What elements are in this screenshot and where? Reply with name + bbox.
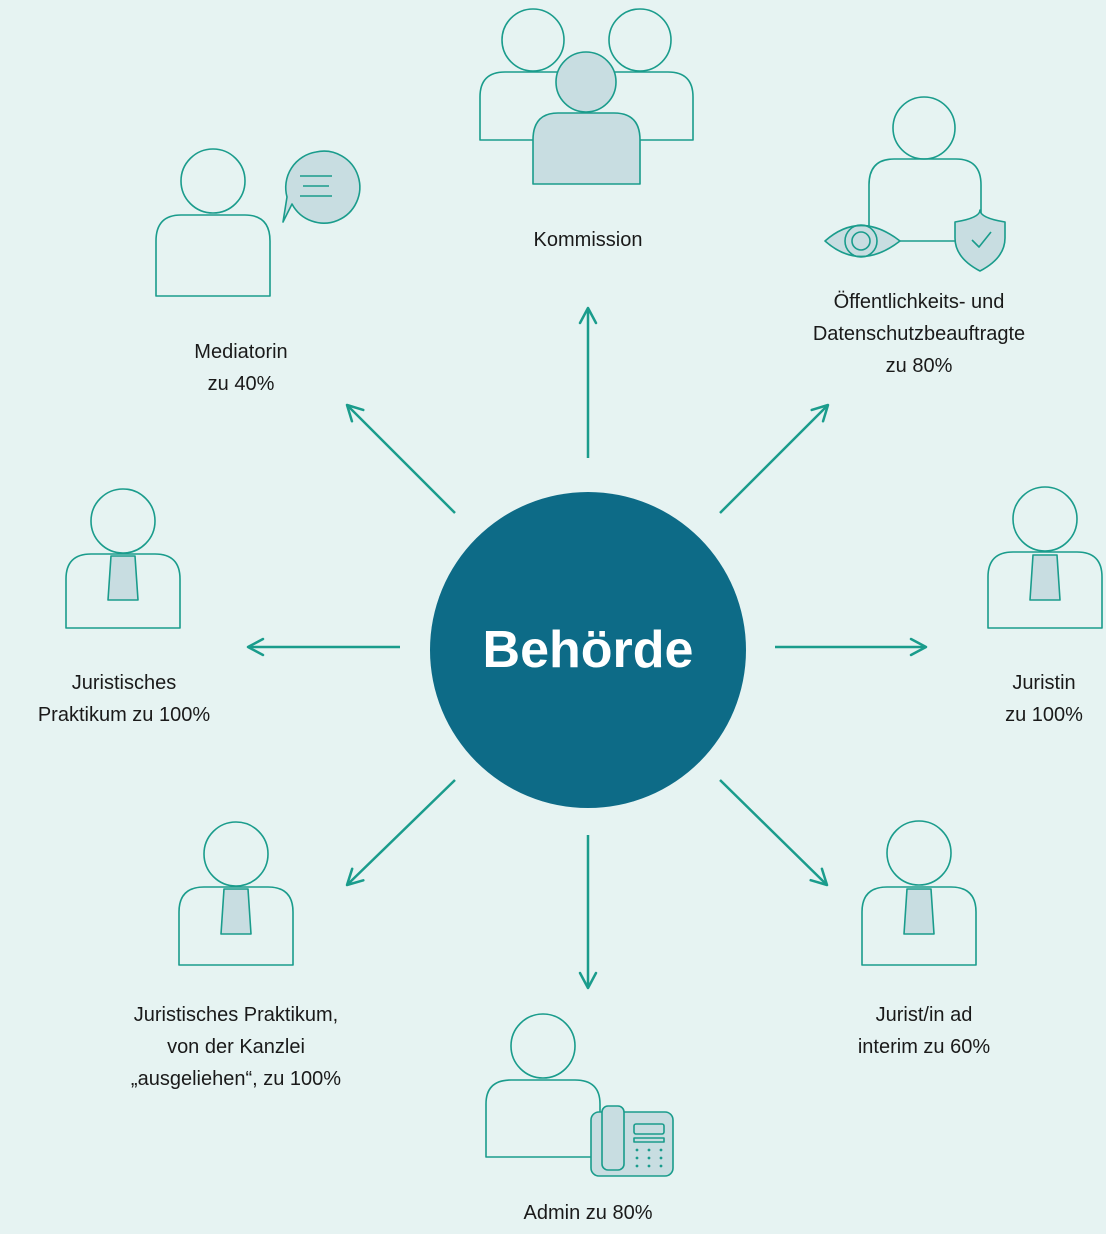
label-line: von der Kanzlei <box>167 1036 305 1058</box>
person-tie-icon <box>861 820 977 966</box>
person-speech-bubble-icon <box>155 148 361 297</box>
person-tie-icon <box>178 821 294 966</box>
label-line: Kommission <box>533 229 643 251</box>
label-line: Jurist/in ad <box>875 1004 973 1026</box>
label-line: „ausgeliehen“, zu 100% <box>130 1068 342 1090</box>
label-juristin: Juristin zu 100% <box>982 667 1106 731</box>
label-line: Juristisches <box>71 672 177 694</box>
label-admin: Admin zu 80% <box>468 1197 708 1229</box>
label-line: Öffentlichkeits- und <box>833 291 1005 313</box>
label-mediatorin: Mediatorin zu 40% <box>141 336 341 400</box>
label-line: Datenschutzbeauftragte <box>812 323 1026 345</box>
label-line: Mediatorin <box>194 341 288 363</box>
label-line: Juristin <box>1012 672 1076 694</box>
person-tie-icon <box>987 486 1103 629</box>
label-line: Admin zu 80% <box>523 1202 653 1224</box>
label-line: zu 80% <box>885 355 953 377</box>
label-line: Juristisches Praktikum, <box>133 1004 339 1026</box>
arrow-mediatorin <box>345 403 456 514</box>
center-circle <box>430 492 746 808</box>
group-icon <box>479 8 694 185</box>
label-jurist-interim: Jurist/in ad interim zu 60% <box>812 999 1036 1063</box>
arrow-praktikum-kanzlei <box>345 779 456 887</box>
center-label: Behörde <box>482 621 694 679</box>
person-eye-shield-icon <box>824 96 1006 272</box>
arrow-jurist-interim <box>719 779 829 887</box>
person-tie-icon <box>65 488 181 629</box>
label-line: interim zu 60% <box>857 1036 991 1058</box>
label-praktikum: Juristisches Praktikum zu 100% <box>0 667 248 731</box>
label-kommission: Kommission <box>476 224 700 256</box>
label-line: zu 100% <box>1005 704 1083 726</box>
person-phone-icon <box>485 1013 674 1177</box>
arrow-datenschutz <box>719 403 830 514</box>
label-line: zu 40% <box>207 373 275 395</box>
label-praktikum-kanzlei: Juristisches Praktikum, von der Kanzlei … <box>66 999 406 1095</box>
label-datenschutz: Öffentlichkeits- und Datenschutzbeauftra… <box>769 286 1069 382</box>
label-line: Praktikum zu 100% <box>37 704 211 726</box>
